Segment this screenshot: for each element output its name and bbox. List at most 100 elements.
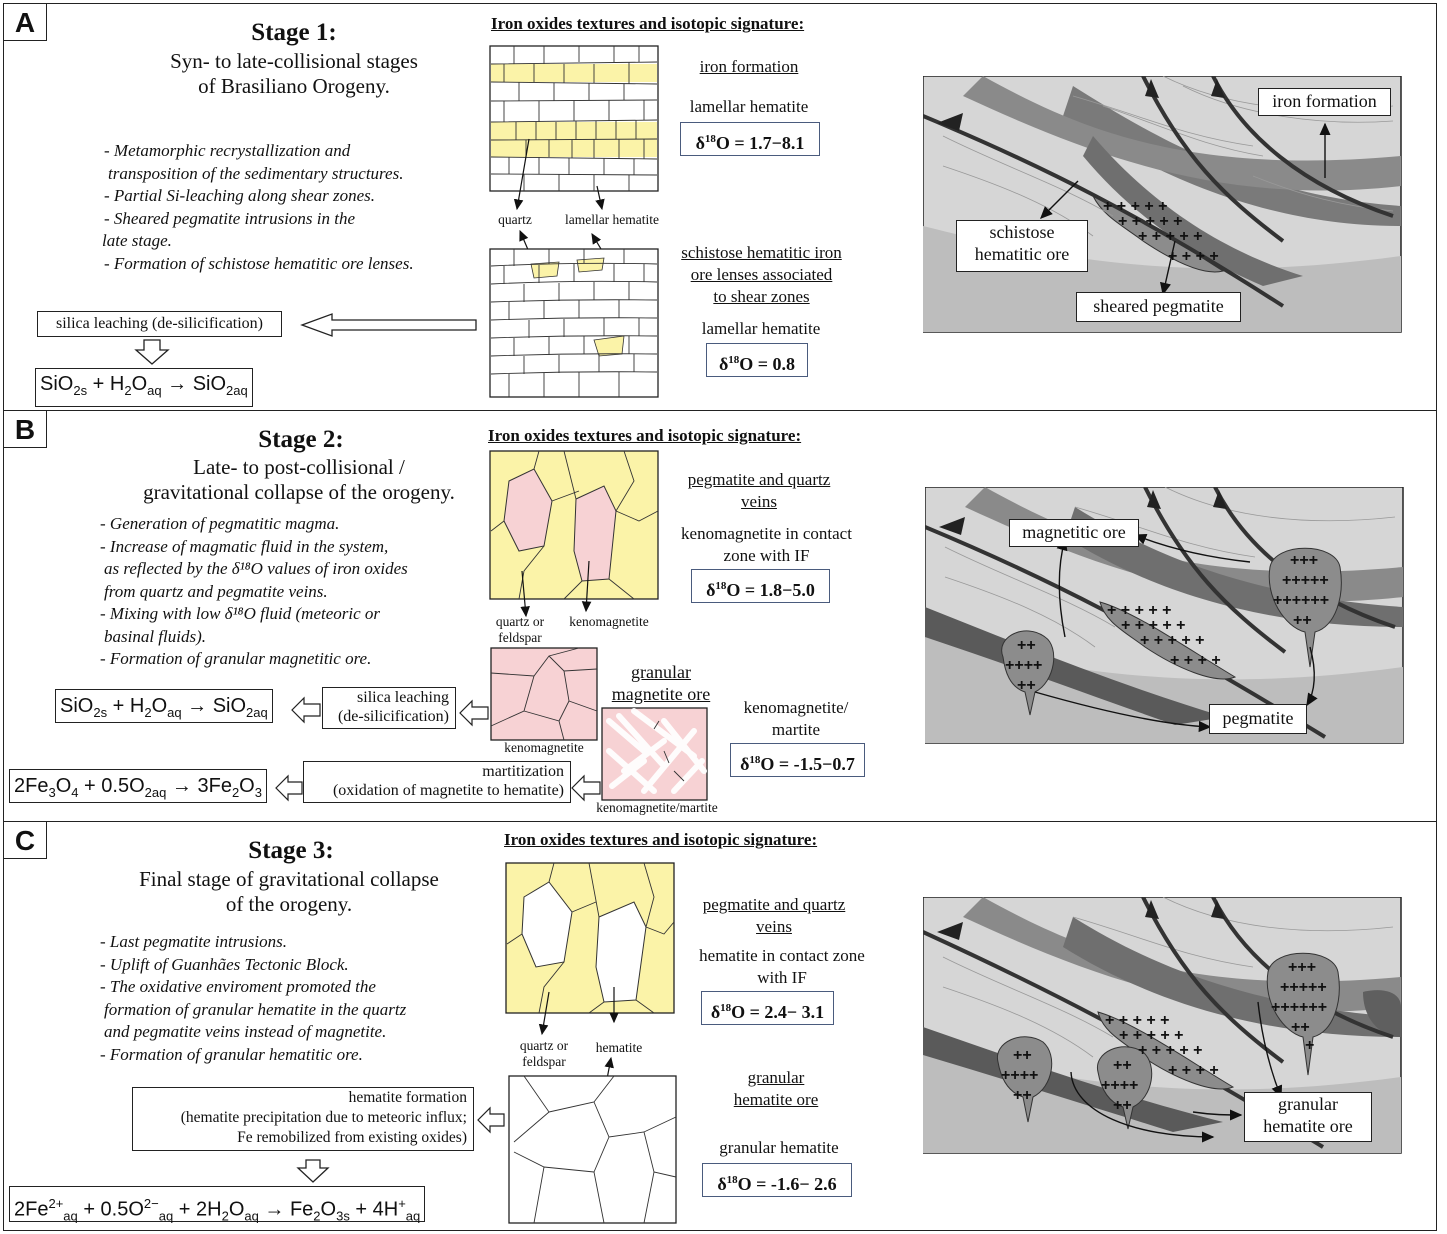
svg-text:++: ++ (1013, 1087, 1032, 1104)
bullet: - Generation of pegmatitic magma. (100, 514, 340, 533)
process-line: silica leaching (357, 689, 449, 706)
stage-title: Stage 1: (251, 19, 337, 46)
iron-formation-title: iron formation (699, 57, 799, 76)
svg-text:++++++: ++++++ (1271, 999, 1327, 1016)
bullet: - Uplift of Guanhães Tectonic Block. (100, 954, 349, 974)
stage-bullets: - Metamorphic recrystallization and tran… (102, 140, 484, 275)
isotope-value: = 1.7−8.1 (734, 133, 805, 153)
bullet: - Metamorphic recrystallization and (104, 141, 351, 160)
reaction-equation: SiO2s + H2Oaq → SiO2aq (35, 368, 253, 407)
keno-martite-2: martite (771, 720, 821, 739)
reaction-equation: 2Fe3O4 + 0.5O2aq → 3Fe2O3 (9, 769, 267, 803)
label-line: quartz or (519, 1038, 569, 1053)
svg-text:++: ++ (1291, 1019, 1310, 1036)
panel-letter: B (3, 410, 47, 448)
granular-title-2: hematite ore (733, 1090, 819, 1109)
stage-subtitle-2: of Brasiliano Orogeny. (198, 74, 390, 98)
svg-text:++++++: ++++++ (1273, 592, 1329, 609)
granular-hematite-label: granular hematite (719, 1138, 839, 1157)
svg-text:+ + + + +: + + + + + (1103, 198, 1168, 215)
isotope-box: δ18O = 0.8 (706, 343, 808, 377)
process-line: (de-silicification) (337, 708, 449, 725)
geo-label-line: hematitic ore (974, 244, 1070, 264)
section-heading: Iron oxides textures and isotopic signat… (504, 830, 818, 849)
lamellar-hematite-small-label: lamellar hematite (564, 212, 660, 227)
granular-title-2: magnetite ore (611, 684, 711, 704)
kenomagnetite-label: kenomagnetite (569, 614, 649, 629)
stage-subtitle-1: Syn- to late-collisional stages (170, 49, 418, 73)
bullet: late stage. (102, 231, 172, 250)
isotope-value: = -1.6− 2.6 (756, 1174, 837, 1194)
process-line: hematite formation (348, 1089, 467, 1106)
panel-letter: A (3, 3, 47, 41)
bullet: - Partial Si-leaching along shear zones. (104, 186, 376, 205)
panel-stage-2: B Stage 2: Late- to post-collisional / g… (3, 410, 1437, 822)
svg-text:+ + + + +: + + + + + (1118, 213, 1183, 230)
svg-text:+ + + +: + + + + (1168, 248, 1219, 265)
lamellar-hematite-label: lamellar hematite (689, 97, 809, 116)
kenomagnetite-label-2: kenomagnetite (504, 740, 584, 755)
label-line: quartz or (495, 614, 545, 629)
panel-letter: C (3, 821, 47, 859)
process-box: silica leaching (de-silicification) (322, 687, 456, 729)
process-line: (oxidation of magnetite to hematite) (332, 782, 564, 799)
schistose-title-3: to shear zones (713, 287, 810, 306)
svg-text:++: ++ (1113, 1097, 1132, 1114)
geologic-cross-section: + + + + ++ + + + + + + + + ++ + + + ++++… (925, 487, 1404, 744)
svg-text:++++: ++++ (1001, 1067, 1038, 1084)
stage-subtitle-1: Final stage of gravitational collapse (139, 867, 439, 891)
martite-texture (601, 707, 708, 801)
vein-texture (505, 862, 675, 1014)
svg-text:+ + + + +: + + + + + (1121, 617, 1186, 634)
label-line: feldspar (522, 1054, 566, 1069)
isotope-value: = -1.5−0.7 (778, 754, 855, 774)
geologic-cross-section: + + + + ++ + + + + + + + + ++ + + + ++++… (923, 897, 1402, 1154)
stage-title: Stage 2: (258, 426, 344, 453)
reaction-equation: 2Fe2+aq + 0.5O2−aq + 2H2Oaq → Fe2O3s + 4… (9, 1186, 426, 1224)
stage-subtitle-2: of the orogeny. (225, 892, 353, 916)
process-box: silica leaching (de-silicification) (37, 311, 282, 337)
veins-title-1: pegmatite and quartz (702, 895, 846, 914)
bullet: - Last pegmatite intrusions. (100, 932, 288, 951)
bullet: - Sheared pegmatite intrusions in the (104, 208, 356, 228)
keno-martite-1: kenomagnetite/ (743, 698, 849, 717)
svg-text:++: ++ (1293, 612, 1312, 629)
isotope-value: = 2.4− 3.1 (749, 1002, 825, 1022)
bullet: - Formation of granular magnetitic ore. (100, 649, 372, 668)
geo-label-line: granular (1278, 1094, 1338, 1114)
iron-formation-texture (489, 45, 659, 192)
texture-drawings (275, 450, 708, 802)
svg-text:++: ++ (1113, 1057, 1132, 1074)
texture-drawings (296, 862, 677, 1224)
lamellar-hematite-label-2: lamellar hematite (701, 319, 821, 338)
isotope-box: δ18O = -1.5−0.7 (730, 743, 865, 777)
quartz-label: quartz (498, 212, 532, 227)
isotope-box: δ18O = 1.7−8.1 (680, 122, 820, 156)
kenomagnetite-texture (490, 647, 598, 741)
label-line: feldspar (498, 630, 542, 645)
svg-text:++: ++ (1013, 1047, 1032, 1064)
schistose-texture (489, 248, 659, 398)
veins-title-2: veins (756, 917, 792, 936)
svg-text:+ + + + +: + + + + + (1119, 1027, 1184, 1044)
stage-subtitle-2: gravitational collapse of the orogeny. (143, 480, 455, 504)
bullet: as reflected by the δ¹⁸O values of iron … (104, 559, 408, 578)
process-line: martitization (482, 763, 564, 780)
bullet: transposition of the sedimentary structu… (108, 163, 404, 183)
stage-subtitle-1: Late- to post-collisional / (193, 455, 405, 479)
stage-title: Stage 3: (248, 837, 334, 864)
svg-text:+ + + + +: + + + + + (1140, 632, 1205, 649)
granular-title-1: granular (747, 1068, 805, 1087)
section-heading: Iron oxides textures and isotopic signat… (488, 426, 802, 445)
hem-contact-1: hematite in contact zone (699, 946, 865, 965)
svg-text:+ + + + +: + + + + + (1138, 228, 1203, 245)
panel-stage-1: A Stage 1: Syn- to late-collisional stag… (3, 3, 1437, 411)
isotope-value: = 0.8 (757, 354, 796, 374)
geo-label-iron-formation: iron formation (1258, 88, 1391, 116)
isotope-box: δ18O = -1.6− 2.6 (702, 1163, 852, 1197)
stage-bullets: - Last pegmatite intrusions. - Uplift of… (100, 931, 500, 1066)
keno-contact-2: zone with IF (723, 546, 810, 565)
